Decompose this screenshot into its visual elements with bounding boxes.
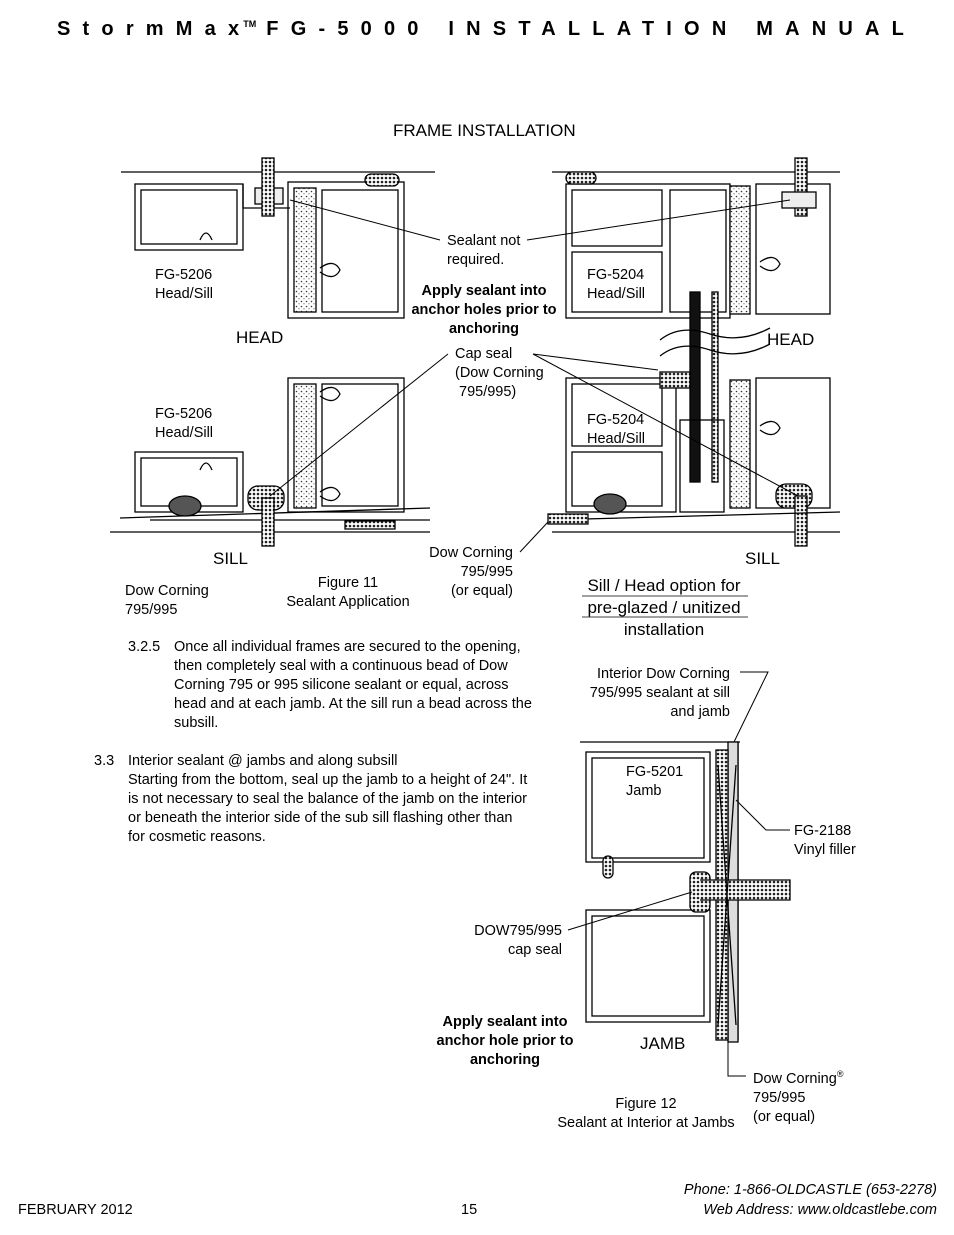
manual-header-title: StormMaxTM FG-5000 INSTALLATION MANUAL xyxy=(57,18,916,41)
part-description: Head/Sill xyxy=(155,286,214,302)
apply-sealant-note: Apply sealant into anchor holes prior to… xyxy=(404,282,564,339)
part-number: FG-5206 xyxy=(155,406,213,422)
page-number: 15 xyxy=(461,1202,478,1218)
part-number: FG-5204 xyxy=(587,267,645,283)
label-line: cap seal xyxy=(507,942,562,958)
right-sill-label: SILL xyxy=(745,549,780,568)
note-line: anchoring xyxy=(448,321,520,337)
label-line: 795/995 sealant at sill xyxy=(589,685,730,701)
jamb-label: JAMB xyxy=(640,1034,686,1053)
manual-title: FG-5000 INSTALLATION MANUAL xyxy=(266,18,917,40)
brand-name: StormMax xyxy=(57,18,252,40)
note-line: anchoring xyxy=(469,1052,541,1068)
label-line: 795/995) xyxy=(459,384,517,400)
label-line: Dow Corning xyxy=(753,1070,837,1087)
left-head-label: HEAD xyxy=(236,328,284,347)
para-3-2-5-number: 3.2.5 xyxy=(128,639,161,655)
part-description: Head/Sill xyxy=(155,425,214,441)
part-description: Jamb xyxy=(626,783,662,799)
option-caption: Sill / Head option for pre-glazed / unit… xyxy=(572,575,756,641)
figure12-caption: Figure 12 Sealant at Interior at Jambs xyxy=(548,1095,744,1133)
label-line: Cap seal xyxy=(455,346,513,362)
left-sill-label: SILL xyxy=(213,549,248,568)
part-number: FG-5204 xyxy=(587,412,645,428)
right-head-part-label: FG-5204 Head/Sill xyxy=(587,266,645,304)
footer-phone: Phone: 1-866-OLDCASTLE (653-2278) xyxy=(683,1182,937,1198)
label-line: (Dow Corning xyxy=(455,365,544,381)
part-number: FG-2188 xyxy=(794,823,852,839)
jamb-dow-corning-label: Dow Corning® 795/995 (or equal) xyxy=(753,1065,843,1127)
right-sill-part-label: FG-5204 Head/Sill xyxy=(587,411,645,449)
para-3-3-text: Starting from the bottom, seal up the ja… xyxy=(128,772,528,845)
label-line: Dow Corning xyxy=(429,545,513,561)
sealant-not-required-label: Sealant not required. xyxy=(447,232,520,270)
label-line: 795/995 xyxy=(753,1089,806,1106)
part-description: Vinyl filler xyxy=(794,842,856,858)
note-line: Apply sealant into xyxy=(442,1014,568,1030)
caption-line: installation xyxy=(623,620,705,639)
figure12-leader-lines xyxy=(567,671,790,1077)
left-head-part-label: FG-5206 Head/Sill xyxy=(155,266,213,304)
label-line: Sealant not xyxy=(447,233,521,249)
figure-title: Sealant Application xyxy=(286,594,410,610)
note-line: anchor hole prior to xyxy=(436,1033,574,1049)
part-description: Head/Sill xyxy=(587,431,646,447)
para-3-2-5-text: Once all individual frames are secured t… xyxy=(174,639,532,731)
footer-date: FEBRUARY 2012 xyxy=(18,1202,133,1218)
part-number: FG-5206 xyxy=(155,267,213,283)
footer-contact: Phone: 1-866-OLDCASTLE (653-2278) Web Ad… xyxy=(640,1180,937,1220)
figure-number: Figure 12 xyxy=(615,1096,677,1112)
right-head-sill-detail xyxy=(547,157,841,547)
part-description: Head/Sill xyxy=(587,286,646,302)
section-title: FRAME INSTALLATION xyxy=(393,121,576,140)
label-line: Dow Corning xyxy=(125,583,209,599)
label-line: DOW795/995 xyxy=(474,923,562,939)
para-3-3-number: 3.3 xyxy=(94,753,115,769)
figure-number: Figure 11 xyxy=(317,575,379,591)
para-3-3-heading: Interior sealant @ jambs and along subsi… xyxy=(128,753,398,769)
cap-seal-label: Cap seal (Dow Corning 795/995) xyxy=(455,345,544,402)
label-line: (or equal) xyxy=(450,583,513,599)
left-sill-part-label: FG-5206 Head/Sill xyxy=(155,405,213,443)
footer-web: Web Address: www.oldcastlebe.com xyxy=(703,1202,937,1218)
label-line: required. xyxy=(447,252,505,268)
trademark-mark: TM xyxy=(243,19,257,30)
interior-dow-corning-label: Interior Dow Corning 795/995 sealant at … xyxy=(570,665,730,722)
registered-mark: ® xyxy=(836,1069,844,1079)
jamb-detail xyxy=(580,741,791,1043)
jamb-part-label: FG-5201 Jamb xyxy=(626,763,683,801)
figure11-caption: Figure 11 Sealant Application xyxy=(272,574,424,612)
label-line: Interior Dow Corning xyxy=(597,666,730,682)
figure11-leader-lines xyxy=(269,199,799,553)
label-line: 795/995 xyxy=(125,602,178,618)
note-line: anchor holes prior to xyxy=(411,302,557,318)
part-number: FG-5201 xyxy=(626,764,684,780)
jamb-apply-sealant-note: Apply sealant into anchor hole prior to … xyxy=(428,1013,582,1070)
dow-corning-left-label: Dow Corning 795/995 xyxy=(125,582,209,620)
caption-line: Sill / Head option for xyxy=(587,576,741,595)
figure-title: Sealant at Interior at Jambs xyxy=(557,1115,735,1131)
label-line: (or equal) xyxy=(753,1108,816,1125)
right-head-label: HEAD xyxy=(767,330,815,349)
label-line: and jamb xyxy=(670,704,730,720)
jamb-cap-seal-label: DOW795/995 cap seal xyxy=(462,922,562,960)
caption-line: pre-glazed / unitized xyxy=(587,598,741,617)
label-line: 795/995 xyxy=(460,564,513,580)
left-sill-detail xyxy=(110,377,431,547)
dow-corning-mid-label: Dow Corning 795/995 (or equal) xyxy=(413,544,513,601)
vinyl-filler-label: FG-2188 Vinyl filler xyxy=(794,822,856,860)
note-line: Apply sealant into xyxy=(421,283,547,299)
left-head-detail xyxy=(121,157,435,319)
